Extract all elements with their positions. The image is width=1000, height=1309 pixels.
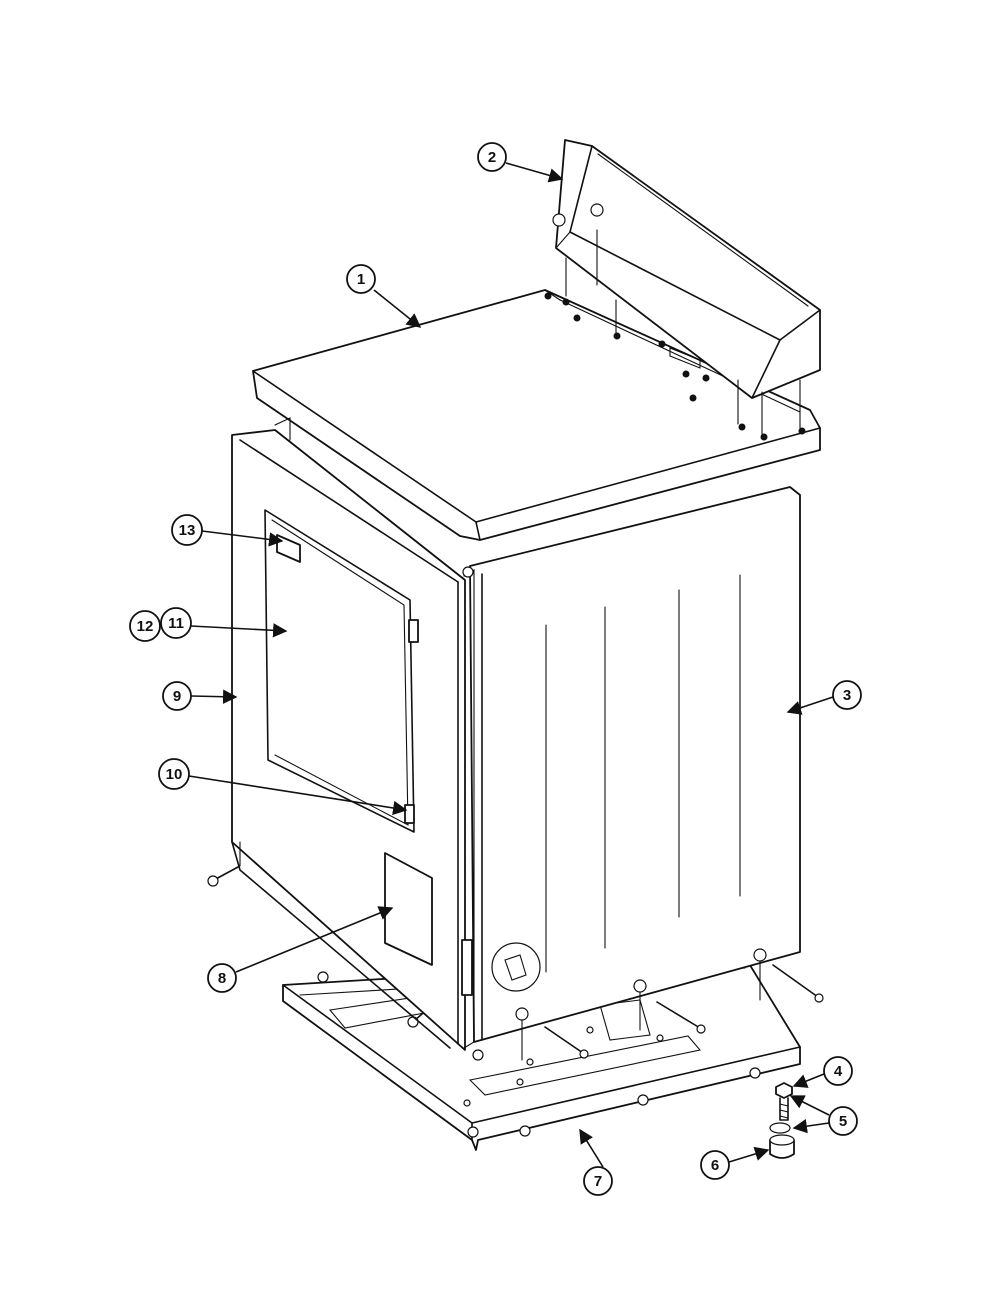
control-panel bbox=[552, 139, 821, 435]
leveling-leg-parts bbox=[769, 1082, 795, 1159]
callout-10 bbox=[158, 758, 190, 790]
callout-9-label: 9 bbox=[173, 688, 181, 705]
callout-1-label: 1 bbox=[357, 271, 365, 288]
callout-13 bbox=[171, 514, 203, 546]
callout-10-label: 10 bbox=[166, 766, 183, 783]
callout-6 bbox=[700, 1150, 730, 1180]
callout-11 bbox=[160, 607, 192, 639]
callout-6-label: 6 bbox=[711, 1157, 719, 1174]
callout-12 bbox=[129, 610, 161, 642]
callout-7 bbox=[583, 1166, 613, 1196]
callout-8 bbox=[207, 963, 237, 993]
top-cover bbox=[252, 289, 821, 541]
callout-13-label: 13 bbox=[179, 522, 196, 539]
callout-1 bbox=[346, 264, 376, 294]
screws bbox=[207, 866, 824, 1059]
callout-2-label: 2 bbox=[488, 149, 496, 166]
callout-3 bbox=[832, 680, 862, 710]
front-panel bbox=[231, 429, 484, 1061]
callout-9 bbox=[162, 681, 192, 711]
callout-7-label: 7 bbox=[594, 1173, 602, 1190]
callout-3-label: 3 bbox=[843, 687, 851, 704]
callout-12-label: 12 bbox=[137, 618, 154, 635]
callout-2 bbox=[477, 142, 507, 172]
side-panel bbox=[469, 486, 801, 1061]
callout-8-label: 8 bbox=[218, 970, 226, 987]
callout-5 bbox=[828, 1106, 858, 1136]
callouts: 1 2 3 4 5 6 7 8 9 10 bbox=[129, 142, 862, 1196]
callout-4 bbox=[823, 1056, 853, 1086]
callout-5-label: 5 bbox=[839, 1113, 847, 1130]
callout-11-label: 11 bbox=[168, 615, 184, 632]
callout-4-label: 4 bbox=[834, 1063, 843, 1080]
